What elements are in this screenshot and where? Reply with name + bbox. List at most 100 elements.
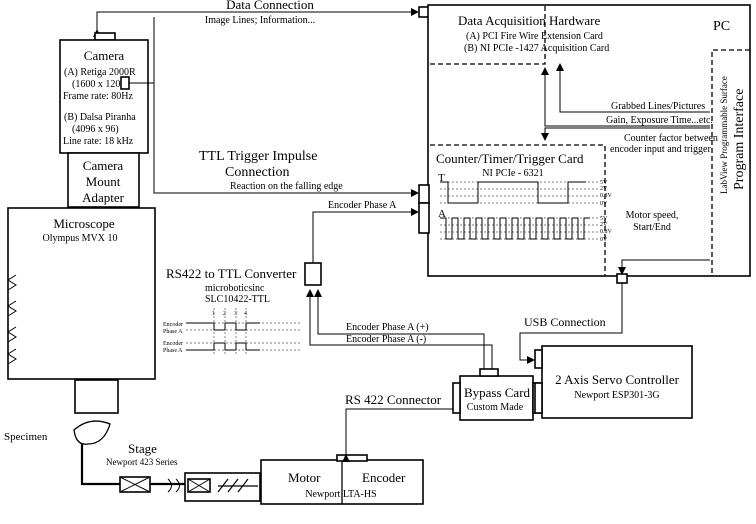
camera-mount-line2: Mount (86, 174, 121, 189)
camera-box (59, 39, 149, 154)
pc-usb-port (616, 273, 628, 284)
motor-model: Newport LTA-HS (305, 489, 376, 500)
daq-line1: (A) PCI Fire Wire Extension Card (466, 31, 603, 42)
servo-title: 2 Axis Servo Controller (555, 372, 680, 387)
program-interface: Program Interface LabView Programmable S… (711, 49, 750, 276)
phase-plus-label: Encoder Phase A (+) (346, 322, 429, 333)
counter-card: Counter/Timer/Trigger Card NI PCIe - 632… (430, 144, 613, 276)
counter-label-1: Counter factor between (624, 133, 718, 144)
conv-row-2: Phase A (163, 329, 183, 335)
camera: Camera (A) Retiga 2000R (1600 x 1200) Fr… (59, 32, 149, 154)
specimen-shape (73, 420, 111, 445)
stage: Stage Newport 423 Series (80, 441, 261, 502)
daq-title: Data Acquisition Hardware (458, 13, 600, 28)
usb-connection: USB Connection (519, 283, 623, 364)
counter-dashed-border (430, 144, 606, 276)
phase-minus-label: Encoder Phase A (-) (346, 334, 426, 345)
rs422-connector-label: RS 422 Connector (345, 392, 442, 407)
ttl-title-2: Connection (225, 165, 290, 180)
converter-model: SLC10422-TTL (205, 294, 270, 305)
t-level-5v: 5V (600, 180, 608, 186)
camera-line2: (1600 x 1200) (72, 79, 129, 90)
ttl-trigger: TTL Trigger Impulse Connection Reaction … (129, 17, 419, 197)
servo-usb-port (534, 349, 543, 369)
actuator-spring (167, 478, 180, 493)
t-level-2v: 2V (600, 186, 608, 192)
servo-model: Newport ESP301-3G (574, 390, 659, 401)
conv-waveforms (186, 322, 260, 351)
camera-port (94, 32, 116, 41)
grabbed-label: Grabbed Lines/Pictures (611, 101, 705, 112)
rs422-connector-line (342, 408, 455, 462)
pc-trigger-port (418, 184, 430, 204)
camera-line6: Line rate: 18 kHz (63, 136, 134, 147)
converter-title: RS422 to TTL Converter (166, 266, 297, 281)
camera-mount-line3: Adapter (82, 190, 125, 205)
motor-encoder: Motor Encoder Newport LTA-HS (260, 454, 424, 505)
counter-arrow (541, 127, 710, 141)
daq-hardware: Data Acquisition Hardware (A) PCI Fire W… (430, 5, 609, 65)
microscope-objective (74, 379, 119, 414)
t-waveform (440, 181, 586, 204)
program-sub: LabView Programmable Surface (719, 76, 729, 194)
rs422-ttl-converter: RS422 to TTL Converter microboticsinc SL… (166, 200, 419, 305)
bypass-title: Bypass Card (464, 385, 531, 400)
encoder-phase-a-line (312, 208, 419, 263)
daq-line2: (B) NI PCIe -1427 Acquisition Card (464, 43, 609, 54)
a-level-2v: 2V (600, 222, 608, 228)
gain-label: Gain, Exposure Time...etc. (606, 115, 713, 126)
grabbed-arrow (556, 63, 710, 113)
pc-internal-flows: Grabbed Lines/Pictures Gain, Exposure Ti… (541, 63, 718, 275)
motor-label-2: Start/End (633, 222, 671, 233)
servo-box (541, 345, 693, 419)
microscope-mount-hatch (7, 274, 17, 365)
signal-a-label: A (438, 208, 446, 220)
a-level-0v: 0V (600, 237, 608, 243)
ttl-title-1: TTL Trigger Impulse (199, 149, 317, 164)
microscope-box (7, 207, 156, 380)
bypass-card: Bypass Card Custom Made (452, 368, 541, 421)
program-dashed-border (711, 49, 750, 276)
t-level-08v: 0.8V (600, 193, 613, 199)
motor-label: Motor (288, 470, 321, 485)
conv-row-4: Phase A (163, 348, 183, 354)
encoder-phase-lines: Encoder Phase A (+) Encoder Phase A (-) (306, 289, 493, 369)
converter-maker: microboticsinc (205, 283, 265, 294)
camera-line1: (A) Retiga 2000R (64, 67, 136, 78)
conv-pin-2: 2 (223, 311, 226, 317)
actuator-thread (217, 478, 258, 493)
stage-model: Newport 423 Series (106, 457, 178, 467)
camera-mount-line1: Camera (83, 158, 124, 173)
usb-line (519, 283, 623, 364)
conv-pin-1: 1 (212, 311, 215, 317)
encoder-port (336, 454, 368, 462)
camera-mount-adapter: Camera Mount Adapter (67, 152, 140, 208)
daq-dashed-border (430, 5, 546, 65)
bypass-left-port (452, 382, 461, 414)
camera-line5: (4096 x 96) (72, 124, 119, 135)
phase-plus-line (314, 289, 485, 369)
pc-label: PC (713, 19, 730, 34)
a-level-5v: 5V (600, 216, 608, 222)
conv-pin-4: 4 (244, 311, 247, 317)
camera-line4: (B) Dalsa Piranha (64, 112, 136, 123)
program-title: Program Interface (732, 89, 747, 190)
specimen: Specimen (4, 420, 111, 445)
stage-arm (80, 444, 186, 486)
camera-mount-box (67, 152, 140, 208)
microscope: Microscope Olympus MVX 10 (7, 207, 156, 414)
encoder-label: Encoder (362, 470, 406, 485)
a-waveform (440, 217, 590, 240)
servo-controller: 2 Axis Servo Controller Newport ESP301-3… (534, 345, 693, 419)
counter-title: Counter/Timer/Trigger Card (436, 151, 584, 166)
data-connection-line (93, 8, 419, 37)
converter-signal-sketch: 1 2 3 4 Encoder Phase A Encoder Phase A (163, 308, 300, 356)
rs422-connector: RS 422 Connector (342, 392, 455, 462)
conv-row-1: Encoder (163, 322, 183, 328)
ttl-subtitle: Reaction on the falling edge (230, 181, 343, 192)
conv-row-3: Encoder (163, 341, 183, 347)
encoder-phase-a-label: Encoder Phase A (328, 200, 397, 211)
camera-line3: Frame rate: 80Hz (63, 91, 134, 102)
camera-trigger-port (120, 76, 130, 90)
